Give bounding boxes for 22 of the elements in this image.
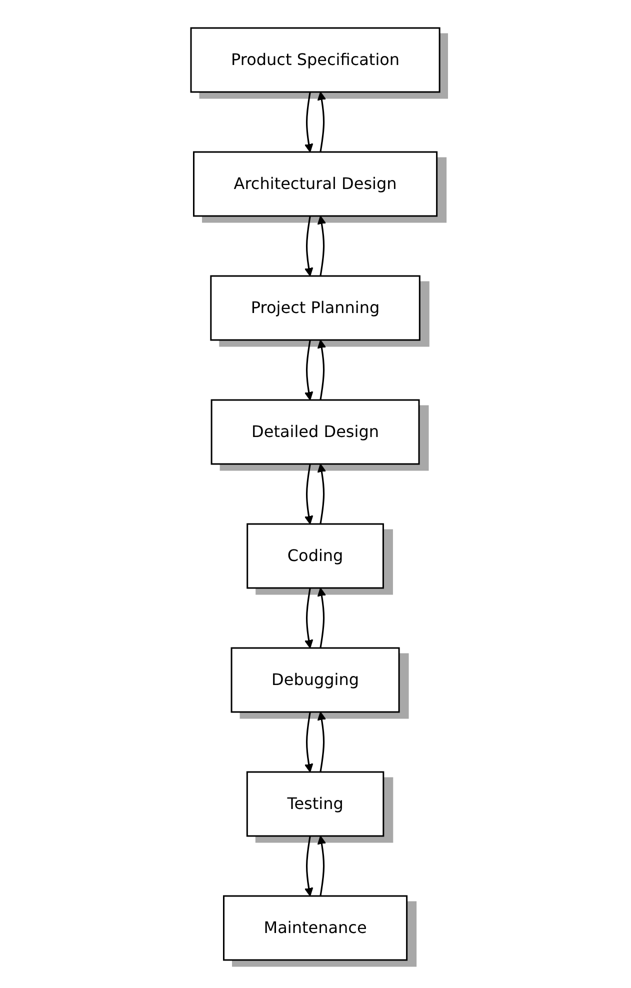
arrow bbox=[304, 464, 314, 524]
node-box: Product Specification bbox=[190, 27, 441, 93]
node-box: Project Planning bbox=[210, 275, 421, 341]
node-box: Detailed Design bbox=[211, 399, 420, 465]
node-box: Debugging bbox=[231, 647, 400, 713]
arrow bbox=[304, 340, 314, 400]
arrow bbox=[304, 216, 314, 276]
arrow bbox=[318, 712, 326, 772]
node-box: Maintenance bbox=[223, 895, 408, 961]
node-box: Architectural Design bbox=[193, 151, 438, 217]
arrow bbox=[318, 464, 326, 524]
arrow bbox=[318, 216, 326, 276]
node-box: Testing bbox=[246, 771, 384, 837]
arrow bbox=[304, 836, 314, 896]
arrow bbox=[318, 92, 326, 152]
arrow bbox=[318, 836, 326, 896]
arrow bbox=[304, 588, 314, 648]
arrow bbox=[304, 92, 314, 152]
arrow bbox=[318, 340, 326, 400]
arrow bbox=[304, 712, 314, 772]
arrow bbox=[318, 588, 326, 648]
node-box: Coding bbox=[246, 523, 384, 589]
